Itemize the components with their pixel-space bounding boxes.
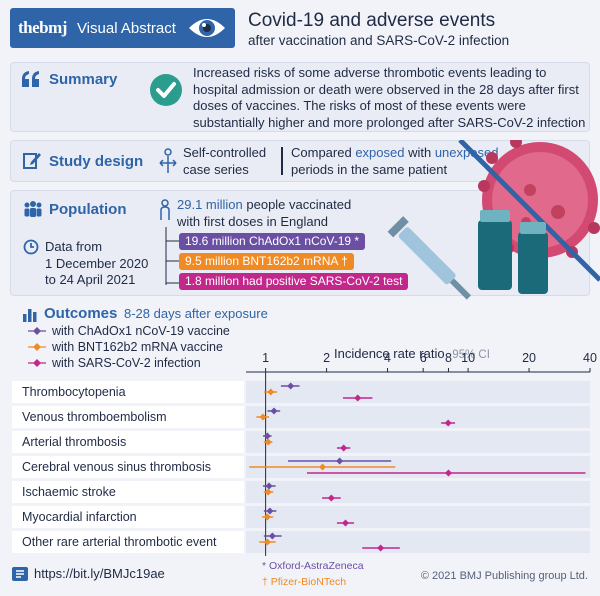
cross-arrows-icon	[159, 148, 177, 173]
design-divider	[281, 147, 283, 175]
person-icon	[160, 199, 170, 220]
tag-bnt162b2: 9.5 million BNT162b2 mRNA †	[179, 253, 354, 270]
visual-abstract-label: Visual Abstract	[76, 19, 176, 37]
tag-sars-cov-2: 1.8 million had positive SARS-CoV-2 test	[179, 273, 409, 290]
outcome-label: Ischaemic stroke	[12, 481, 244, 503]
pencil-icon	[23, 153, 41, 169]
summary-line: doses of vaccines. The risks of most of …	[193, 98, 526, 113]
design-comparison: Compared exposed with unexposed periods …	[291, 145, 498, 178]
axis-title-text: Incidence rate ratio	[334, 346, 445, 361]
legend-item-chadox1: with ChAdOx1 nCoV-19 vaccine	[28, 324, 230, 338]
outcome-label: Other rare arterial thrombotic event	[12, 531, 244, 553]
outcome-label: Myocardial infarction	[12, 506, 244, 528]
design-method: Self-controlled case series	[183, 145, 266, 178]
outcomes-heading: Outcomes	[44, 305, 118, 322]
design-comparison-line2: periods in the same patient	[291, 161, 448, 177]
outcome-label: Arterial thrombosis	[12, 431, 244, 453]
data-period: Data from 1 December 2020 to 24 April 20…	[45, 239, 148, 289]
legend-label: with SARS-CoV-2 infection	[52, 356, 201, 370]
population-total-line2: with first doses in England	[177, 213, 329, 229]
bmj-small-logo-icon	[12, 566, 28, 581]
legend-item-bnt162b2: with BNT162b2 mRNA vaccine	[28, 340, 223, 354]
footer-link-text[interactable]: https://bit.ly/BMJc19ae	[34, 566, 165, 581]
legend-marker-chadox1	[28, 327, 46, 335]
copyright: © 2021 BMJ Publishing group Ltd.	[420, 570, 588, 582]
summary-line: Increased risks of some adverse thrombot…	[193, 65, 547, 80]
footer-link[interactable]: https://bit.ly/BMJc19ae	[12, 566, 165, 581]
outcome-label: Cerebral venous sinus thrombosis	[12, 456, 244, 478]
quote-icon	[22, 71, 39, 87]
checkmark-icon	[150, 74, 182, 106]
design-compared: Compared	[291, 145, 356, 160]
clock-icon	[23, 239, 39, 255]
design-exposed: exposed	[355, 145, 405, 160]
legend-item-sars-cov-2: with SARS-CoV-2 infection	[28, 356, 201, 370]
design-method-line: Self-controlled	[183, 145, 267, 160]
outcome-label: Venous thromboembolism	[12, 406, 244, 428]
header: thebmj Visual Abstract Covid-19 and adve…	[0, 0, 600, 58]
study-design-heading: Study design	[49, 153, 144, 170]
people-icon	[24, 201, 42, 217]
summary-line: hospital admission or death were observe…	[193, 81, 579, 97]
data-period-line: 1 December 2020	[45, 255, 149, 271]
eye-icon	[189, 19, 225, 37]
bmj-logo: thebmj	[18, 18, 67, 37]
page-subtitle: after vaccination and SARS-CoV-2 infecti…	[248, 33, 510, 48]
legend-label: with BNT162b2 mRNA vaccine	[52, 340, 223, 354]
summary-heading: Summary	[49, 71, 118, 88]
population-total-rest: people vaccinated	[242, 197, 352, 212]
data-period-line: to 24 April 2021	[45, 272, 136, 287]
design-method-line: case series	[183, 161, 249, 177]
outcome-label: Thrombocytopenia	[12, 381, 244, 403]
summary-line: substantially higher and more prolonged …	[193, 114, 586, 130]
manufacturer-note-pfizer: † Pfizer-BioNTech	[262, 576, 347, 588]
legend-label: with ChAdOx1 nCoV-19 vaccine	[52, 324, 230, 338]
population-total: 29.1 million people vaccinated with firs…	[177, 197, 351, 230]
outcomes-heading-note: 8-28 days after exposure	[124, 306, 268, 321]
summary-panel: Summary Increased risks of some adverse …	[10, 62, 590, 132]
design-unexposed: unexposed	[434, 145, 499, 160]
tag-chadox1: 19.6 million ChAdOx1 nCoV-19 *	[179, 233, 366, 250]
population-heading: Population	[49, 201, 127, 218]
data-period-line: Data from	[45, 239, 103, 254]
population-total-number: 29.1 million	[177, 197, 243, 212]
design-with: with	[404, 145, 435, 160]
population-bracket	[165, 227, 179, 285]
page-title: Covid-19 and adverse events	[248, 10, 496, 31]
axis-title: Incidence rate ratio 95% CI	[334, 346, 490, 364]
legend-marker-sars-cov-2	[28, 359, 46, 367]
bar-chart-icon	[23, 309, 37, 322]
brand-bar: thebmj Visual Abstract	[10, 8, 235, 48]
manufacturer-note-astrazeneca: * Oxford-AstraZeneca	[262, 560, 364, 572]
axis-ci-text: 95% CI	[452, 349, 490, 361]
legend-marker-bnt162b2	[28, 343, 46, 351]
summary-text: Increased risks of some adverse thrombot…	[193, 65, 585, 131]
virus-vaccine-illustration	[387, 140, 600, 300]
